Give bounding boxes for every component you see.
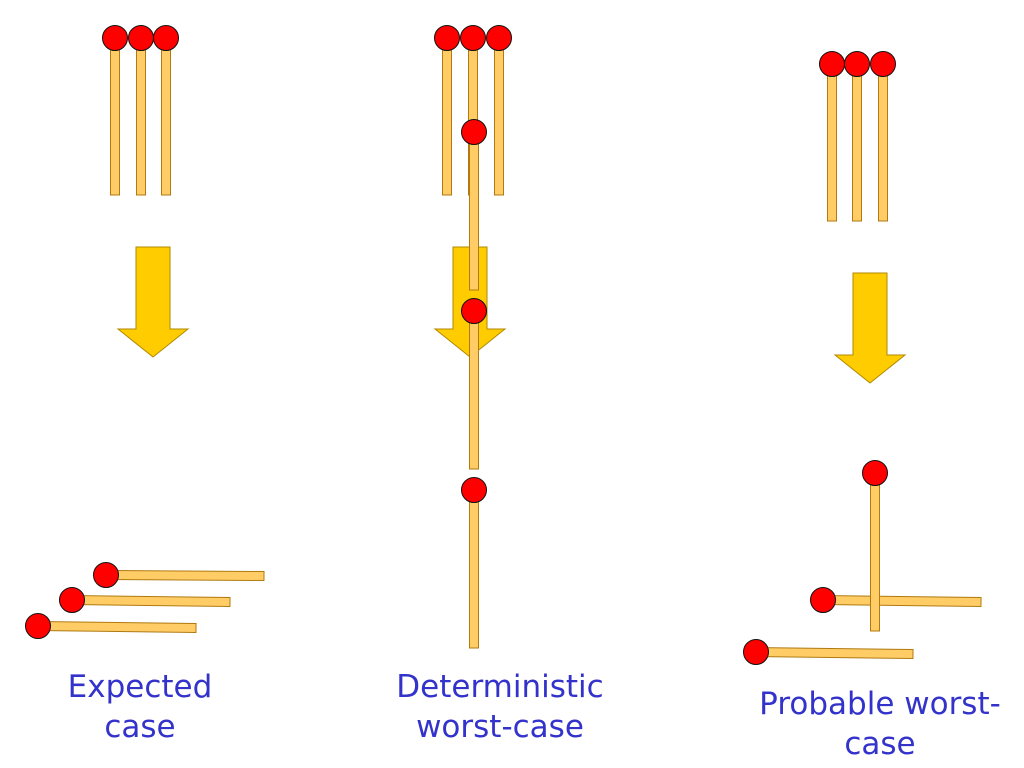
expected-upright-match-2 (128, 25, 154, 196)
match-head (153, 25, 179, 51)
match-stick (822, 594, 982, 608)
match-head (434, 25, 460, 51)
match-head (59, 587, 85, 613)
match-head (25, 613, 51, 639)
match-head (128, 25, 154, 51)
match-stick (161, 37, 171, 196)
deterministic-chain-match-2 (461, 298, 487, 470)
expected-upright-match-1 (102, 25, 128, 196)
caption-deterministic: Deterministic worst-case (370, 667, 630, 747)
caption-expected-line1: Expected (67, 669, 213, 705)
match-stick (105, 569, 265, 582)
caption-probable-line1: Probable worst- (759, 686, 1001, 722)
deterministic-chain-match-1 (461, 119, 487, 291)
match-head (844, 51, 870, 77)
match-head (810, 587, 836, 613)
expected-down-arrow (116, 246, 190, 358)
match-stick (110, 37, 120, 196)
probable-down-arrow (833, 272, 907, 384)
match-stick (878, 63, 888, 222)
match-stick (469, 489, 479, 649)
match-stick (71, 594, 231, 608)
match-stick (469, 310, 479, 470)
match-head (743, 639, 769, 665)
probable-fallen-match-3 (743, 639, 914, 665)
deterministic-upright-match-1 (434, 25, 460, 196)
caption-expected: Expected case (40, 667, 240, 747)
match-head (102, 25, 128, 51)
match-head (461, 119, 487, 145)
caption-probable: Probable worst- case (740, 684, 1020, 764)
deterministic-upright-match-3 (486, 25, 512, 196)
deterministic-chain-match-3 (461, 477, 487, 649)
expected-fallen-match-2 (59, 587, 231, 613)
match-stick (37, 620, 197, 634)
probable-upright-match-3 (870, 51, 896, 222)
match-head (862, 460, 888, 486)
match-stick (852, 63, 862, 222)
match-head (461, 298, 487, 324)
match-stick (442, 37, 452, 196)
probable-fallen-match-1 (810, 587, 982, 613)
match-head (486, 25, 512, 51)
expected-fallen-match-1 (93, 562, 265, 588)
caption-probable-line2: case (844, 726, 916, 762)
expected-upright-match-3 (153, 25, 179, 196)
probable-upright-match-1 (819, 51, 845, 222)
match-head (460, 25, 486, 51)
match-stick (494, 37, 504, 196)
match-head (93, 562, 119, 588)
probable-upright-match-2 (844, 51, 870, 222)
caption-deterministic-line1: Deterministic (396, 669, 604, 705)
match-head (461, 477, 487, 503)
probable-fallen-match-2 (862, 460, 888, 632)
match-stick (755, 646, 914, 660)
match-stick (469, 131, 479, 291)
caption-expected-line2: case (104, 709, 176, 745)
match-stick (136, 37, 146, 196)
match-stick (870, 472, 880, 632)
match-stick (827, 63, 837, 222)
expected-fallen-match-3 (25, 613, 197, 639)
match-head (870, 51, 896, 77)
match-head (819, 51, 845, 77)
caption-deterministic-line2: worst-case (416, 709, 584, 745)
